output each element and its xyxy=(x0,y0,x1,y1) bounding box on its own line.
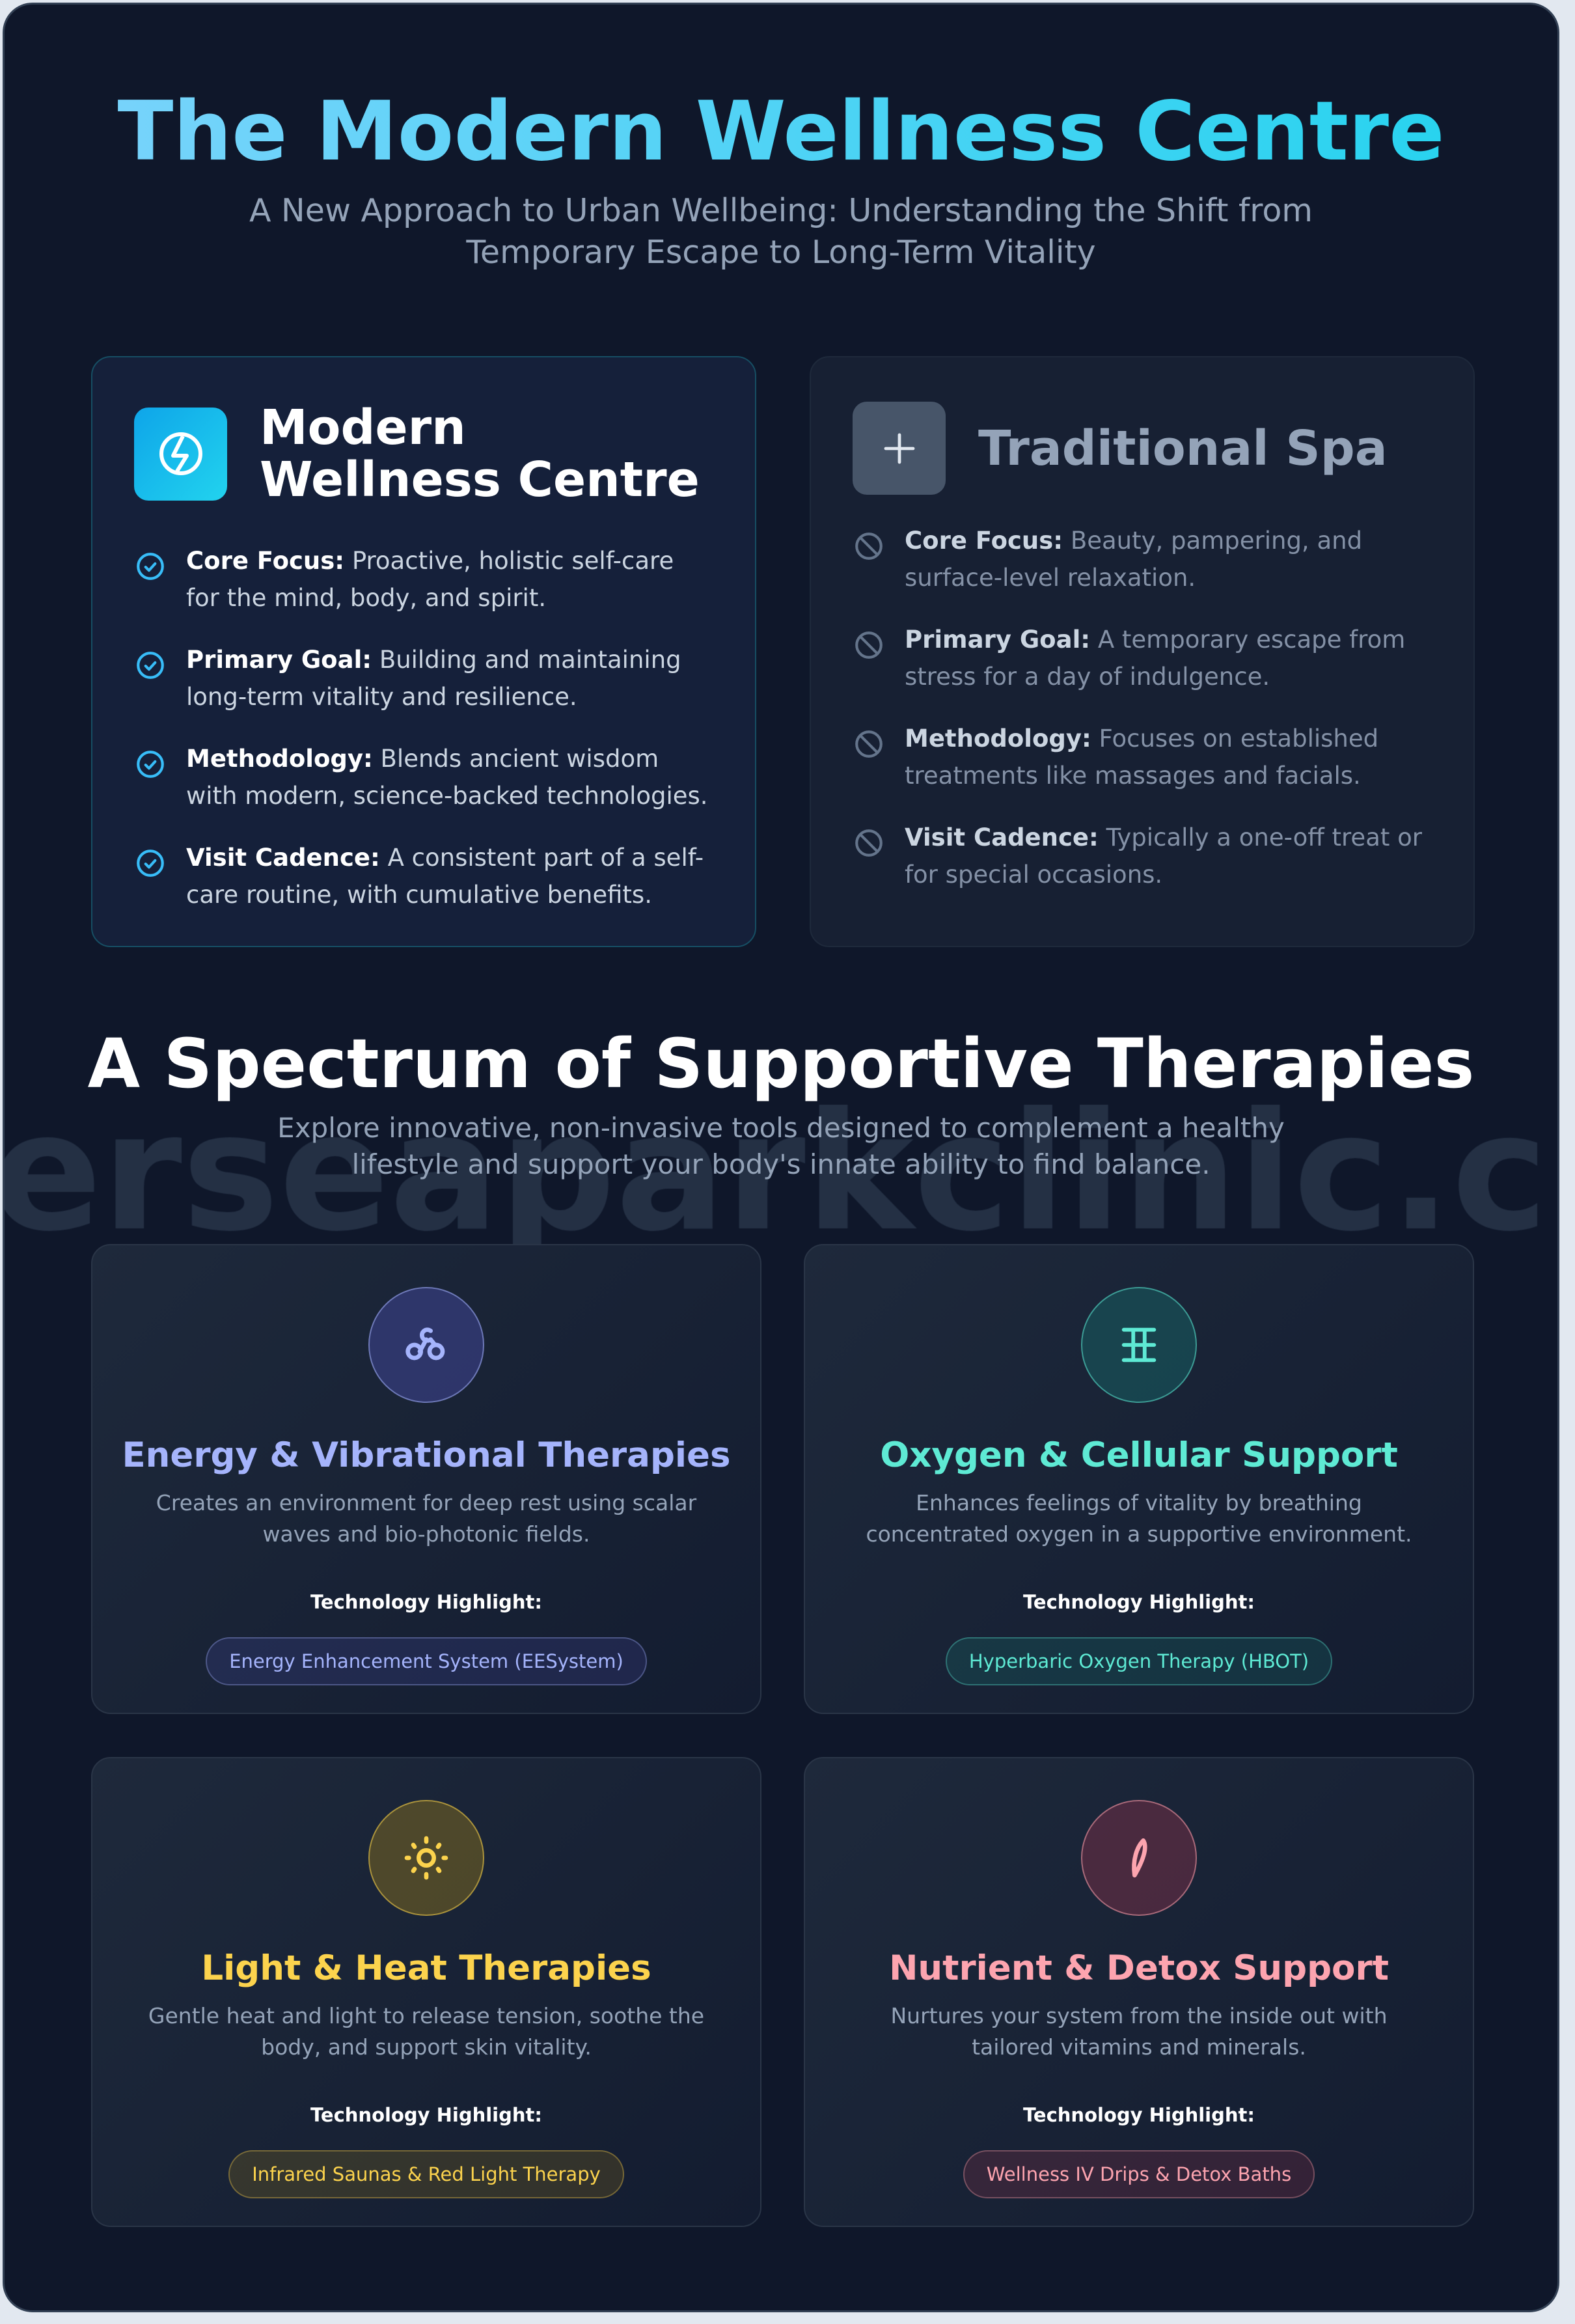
therapy-description: Gentle heat and light to release tension… xyxy=(148,2003,705,2060)
molecule-icon xyxy=(368,1287,484,1403)
ban-icon xyxy=(853,827,885,859)
therapy-card: Light & Heat Therapies Gentle heat and l… xyxy=(91,1757,761,2227)
ban-icon xyxy=(853,629,885,661)
therapy-card: Oxygen & Cellular Support Enhances feeli… xyxy=(804,1244,1474,1714)
item-label: Methodology: xyxy=(186,745,373,773)
section-title: A Spectrum of Supportive Therapies xyxy=(87,1024,1475,1103)
item-text: A consistent part of a self-care routine… xyxy=(186,844,704,909)
technology-pill: Infrared Saunas & Red Light Therapy xyxy=(228,2150,624,2198)
item-text: Focuses on established treatments like m… xyxy=(905,725,1379,790)
modern-wellness-card: Modern Wellness Centre Core Focus: Proac… xyxy=(91,356,756,947)
ban-icon xyxy=(853,728,885,760)
page-subtitle: A New Approach to Urban Wellbeing: Under… xyxy=(249,192,1313,271)
technology-pill: Energy Enhancement System (EESystem) xyxy=(206,1637,647,1685)
therapy-card: Energy & Vibrational Therapies Creates a… xyxy=(91,1244,761,1714)
card-title: Traditional Spa xyxy=(978,420,1388,477)
list-item: Core Focus: Beauty, pampering, and surfa… xyxy=(853,522,1432,596)
chamber-icon xyxy=(1081,1287,1197,1403)
list-item: Visit Cadence: A consistent part of a se… xyxy=(134,839,713,913)
therapy-title: Nutrient & Detox Support xyxy=(889,1948,1389,1988)
leaf-icon xyxy=(1081,1800,1197,1916)
item-label: Primary Goal: xyxy=(905,626,1091,654)
card-title: Modern Wellness Centre xyxy=(260,400,700,508)
therapy-description: Nurtures your system from the inside out… xyxy=(890,2003,1388,2060)
page-frame: The Modern Wellness Centre A New Approac… xyxy=(3,3,1559,2312)
therapy-title: Oxygen & Cellular Support xyxy=(880,1435,1398,1475)
check-circle-icon xyxy=(134,748,167,781)
technology-pill: Wellness IV Drips & Detox Baths xyxy=(963,2150,1315,2198)
plus-icon xyxy=(853,402,946,495)
traditional-spa-card: Traditional Spa Core Focus: Beauty, pamp… xyxy=(810,356,1475,947)
item-label: Primary Goal: xyxy=(186,646,372,674)
item-text: Building and maintaining long-term vital… xyxy=(186,646,681,711)
list-item: Core Focus: Proactive, holistic self-car… xyxy=(134,542,713,616)
item-text: A temporary escape from stress for a day… xyxy=(905,626,1406,691)
technology-highlight-label: Technology Highlight: xyxy=(1023,2104,1255,2126)
therapy-description: Enhances feelings of vitality by breathi… xyxy=(866,1490,1412,1547)
item-label: Visit Cadence: xyxy=(905,823,1099,851)
technology-highlight-label: Technology Highlight: xyxy=(1023,1591,1255,1613)
item-text: Typically a one-off treat or for special… xyxy=(905,823,1422,889)
check-circle-icon xyxy=(134,550,167,583)
ban-icon xyxy=(853,530,885,562)
list-item: Methodology: Focuses on established trea… xyxy=(853,720,1432,794)
item-text: Proactive, holistic self-care for the mi… xyxy=(186,547,674,612)
therapy-title: Light & Heat Therapies xyxy=(201,1948,651,1988)
technology-pill: Hyperbaric Oxygen Therapy (HBOT) xyxy=(945,1637,1333,1685)
therapy-title: Energy & Vibrational Therapies xyxy=(122,1435,731,1475)
therapy-description: Creates an environment for deep rest usi… xyxy=(156,1490,697,1547)
therapy-card: Nutrient & Detox Support Nurtures your s… xyxy=(804,1757,1474,2227)
item-text: Blends ancient wisdom with modern, scien… xyxy=(186,745,708,810)
check-circle-icon xyxy=(134,847,167,879)
section-subtitle: Explore innovative, non-invasive tools d… xyxy=(277,1112,1285,1180)
list-item: Visit Cadence: Typically a one-off treat… xyxy=(853,819,1432,893)
technology-highlight-label: Technology Highlight: xyxy=(310,1591,542,1613)
list-item: Primary Goal: Building and maintaining l… xyxy=(134,641,713,715)
check-circle-icon xyxy=(134,649,167,682)
item-label: Core Focus: xyxy=(905,527,1063,555)
bolt-circle-icon xyxy=(134,407,227,501)
item-label: Core Focus: xyxy=(186,547,345,575)
list-item: Primary Goal: A temporary escape from st… xyxy=(853,621,1432,695)
item-label: Methodology: xyxy=(905,725,1091,753)
page-title: The Modern Wellness Centre xyxy=(5,83,1557,180)
sun-icon xyxy=(368,1800,484,1916)
technology-highlight-label: Technology Highlight: xyxy=(310,2104,542,2126)
list-item: Methodology: Blends ancient wisdom with … xyxy=(134,740,713,814)
item-label: Visit Cadence: xyxy=(186,844,380,872)
item-text: Beauty, pampering, and surface-level rel… xyxy=(905,527,1363,592)
